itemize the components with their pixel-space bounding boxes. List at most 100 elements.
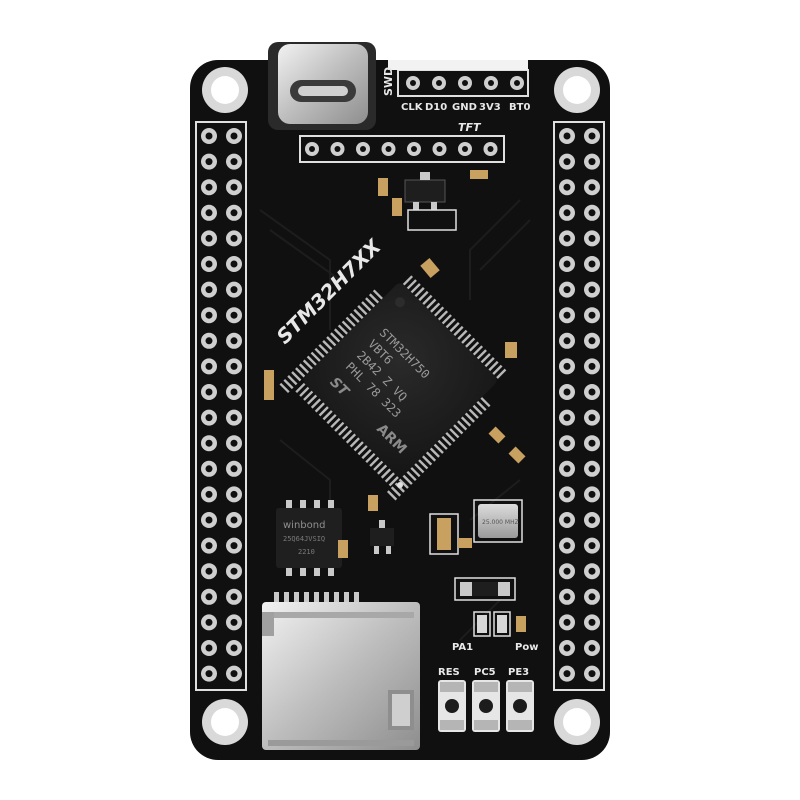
header-pin-hole — [563, 670, 571, 678]
mcu-lead — [345, 316, 356, 327]
header-pin-hole — [230, 465, 238, 473]
mcu-lead — [414, 287, 425, 298]
regulator — [404, 172, 457, 231]
mounting-holes — [202, 67, 600, 745]
header-pin-hole — [230, 183, 238, 191]
swd-label: SWD — [382, 67, 395, 96]
pc5-button[interactable] — [472, 680, 500, 732]
header-pin-hole — [588, 567, 596, 575]
header-pin-hole — [563, 593, 571, 601]
transistor — [370, 520, 394, 554]
sd-pin — [294, 592, 299, 604]
mcu-lead — [372, 289, 384, 300]
header-pin-hole — [588, 260, 596, 268]
led-pa1 — [473, 611, 491, 637]
swd-header[interactable] — [388, 60, 529, 97]
mcu-lead — [449, 322, 460, 333]
mcu-lead — [418, 459, 429, 470]
mcu-lead — [384, 472, 395, 483]
mcu-lead — [357, 445, 368, 456]
header-pin-hole — [588, 388, 596, 396]
mcu-lead — [338, 425, 349, 436]
mcu-lead — [283, 378, 294, 390]
header-pin-hole — [563, 567, 571, 575]
mcu-lead — [410, 466, 421, 478]
mcu-lead — [353, 441, 364, 452]
mcu-lead — [357, 305, 368, 316]
header-pin-hole — [563, 388, 571, 396]
mounting-hole — [563, 76, 591, 104]
mcu-lead — [342, 429, 353, 440]
header-pin-hole — [563, 644, 571, 652]
swd-pin-clk: CLK — [401, 102, 424, 113]
pe3-button[interactable] — [506, 680, 534, 732]
mcu-lead — [496, 368, 507, 379]
button-label-pc5: PC5 — [474, 667, 496, 678]
tft-pin-hole — [487, 146, 494, 152]
sd-pin — [304, 592, 309, 604]
usb-c-connector[interactable] — [268, 42, 376, 130]
mcu-lead — [330, 332, 341, 343]
header-pin-hole — [230, 670, 238, 678]
mcu-lead — [398, 478, 409, 489]
mcu-lead — [298, 363, 310, 374]
header-pin-hole — [230, 388, 238, 396]
swd-pin-labels: CLK D10 GND 3V3 BT0 — [401, 102, 530, 113]
header-pin-hole — [563, 490, 571, 498]
header-pin-hole — [230, 490, 238, 498]
header-pin-hole — [230, 209, 238, 217]
mcu-lead — [453, 325, 464, 337]
button-label-res: RES — [438, 667, 460, 678]
header-pin-hole — [230, 311, 238, 319]
led-pow — [493, 611, 511, 637]
diode — [454, 577, 516, 601]
mcu-lead — [476, 349, 487, 360]
pcb-traces — [259, 199, 531, 641]
header-pin-hole — [563, 542, 571, 550]
mcu-lead — [414, 463, 425, 474]
swd-pin-gnd: GND — [452, 102, 477, 113]
mcu-lead — [306, 355, 317, 366]
mcu-lead — [369, 456, 380, 467]
smd-pad — [458, 538, 472, 548]
header-pin-hole — [588, 209, 596, 217]
header-pin-hole — [588, 439, 596, 447]
mcu-lead — [326, 336, 337, 347]
header-pin-hole — [230, 286, 238, 294]
mcu-lead — [468, 341, 480, 352]
header-pin-hole — [588, 490, 596, 498]
mcu-lead — [318, 343, 329, 355]
header-pin-hole — [588, 234, 596, 242]
header-pin-hole — [588, 542, 596, 550]
mcu-lead — [433, 306, 445, 317]
mcu-lead — [410, 283, 421, 294]
mcu-lead — [457, 329, 468, 340]
mcu-lead — [361, 448, 372, 460]
mcu-lead — [341, 320, 352, 331]
mcu-lead — [388, 476, 399, 487]
header-pin-hole — [205, 183, 213, 191]
header-pin-hole — [205, 465, 213, 473]
reset-button[interactable] — [438, 680, 466, 732]
right-pin-header — [559, 128, 600, 682]
mcu-lead — [303, 390, 314, 401]
mcu-lead — [326, 413, 337, 425]
mcu-lead — [472, 404, 483, 415]
header-pin-hole — [230, 362, 238, 370]
mcu-lead — [373, 460, 384, 471]
mcu-lead — [295, 367, 306, 378]
mcu-lead — [461, 333, 472, 344]
header-pin-hole — [205, 439, 213, 447]
sd-pin — [344, 592, 349, 604]
mcu-chip: STM32H750 VBT6 2B42 Z VQ PHL 78 323 ARM … — [279, 275, 507, 501]
tft-pins — [305, 142, 498, 156]
microsd-slot[interactable] — [262, 592, 420, 750]
mcu-lead — [465, 337, 476, 348]
tft-header[interactable] — [299, 135, 505, 163]
header-pin-hole — [205, 362, 213, 370]
mcu-lead — [406, 279, 417, 290]
sd-pin — [354, 592, 359, 604]
smd-caps-top — [264, 170, 526, 511]
mcu-lead — [488, 360, 499, 372]
